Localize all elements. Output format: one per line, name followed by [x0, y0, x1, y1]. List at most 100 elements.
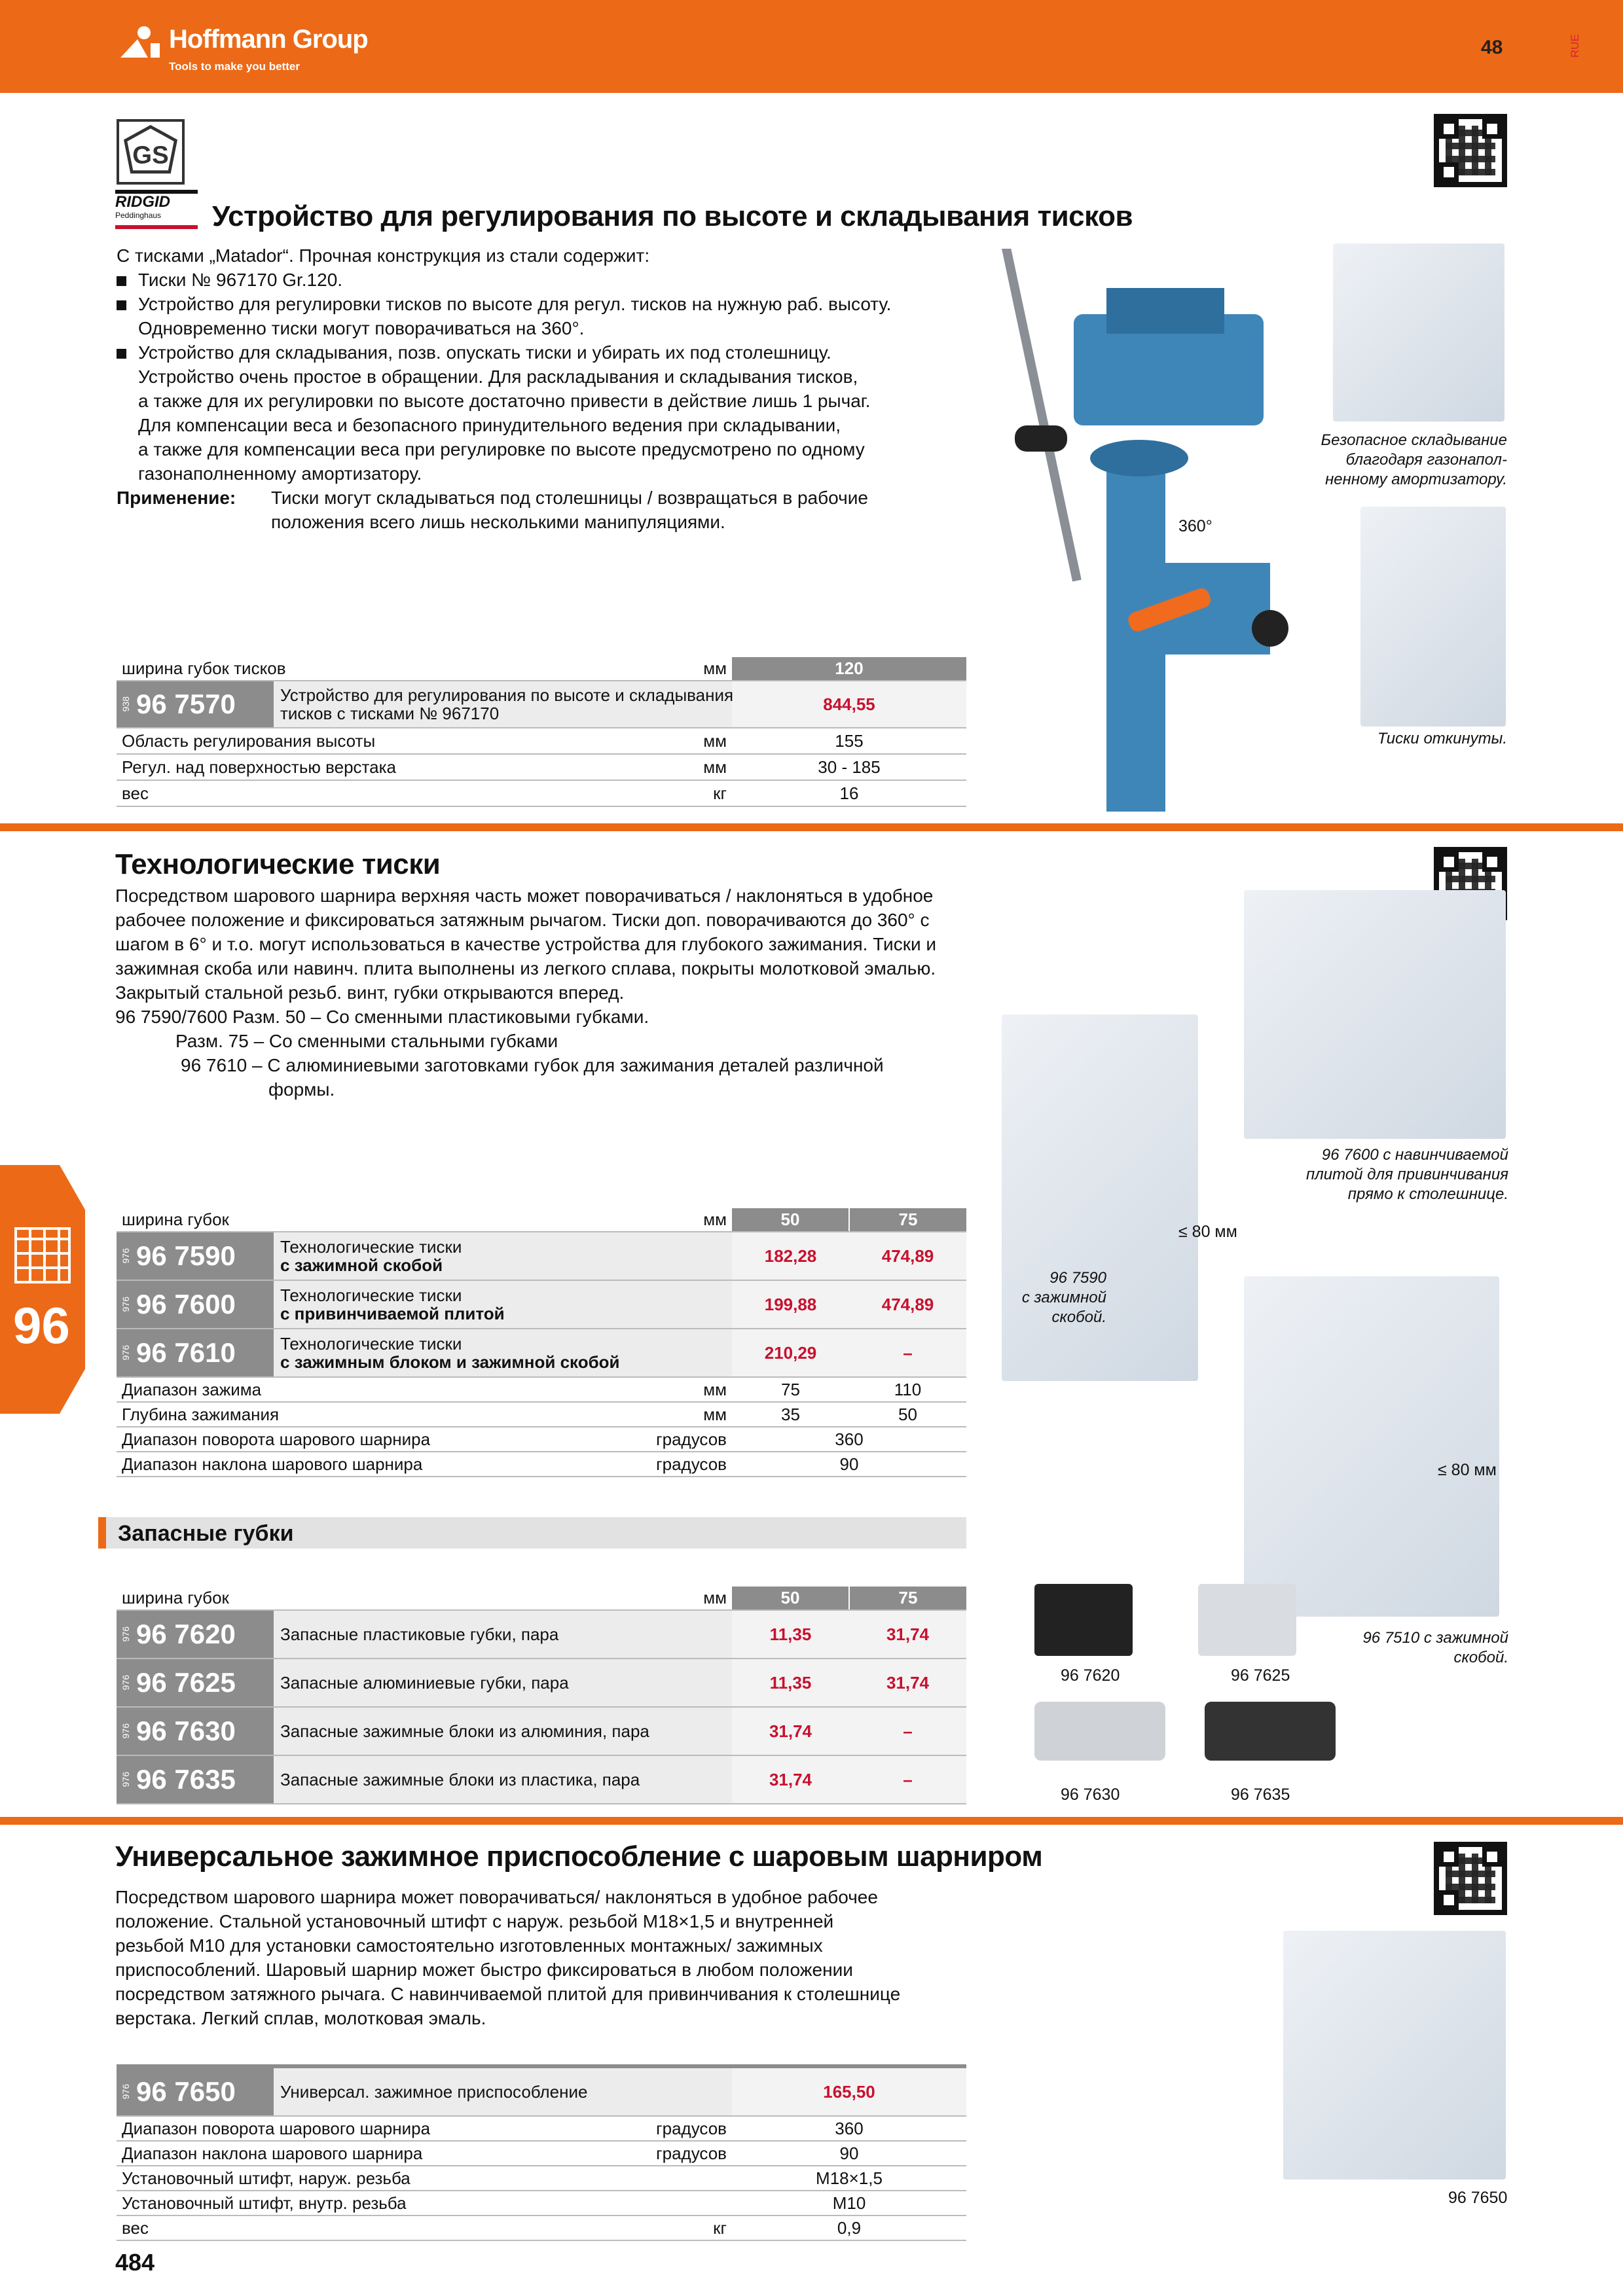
price: 199,88 [732, 1280, 849, 1329]
dimension-label: ≤ 80 мм [1178, 1223, 1237, 1241]
price: – [849, 1329, 966, 1378]
table-header-unit: мм [653, 657, 732, 681]
header-page-number: 48 [1481, 37, 1503, 58]
image-caption: 96 7620 [1061, 1666, 1120, 1685]
qr-code-icon[interactable] [1434, 114, 1507, 187]
section1-description: С тисками „Matador“. Прочная конструкция… [117, 243, 891, 534]
section2-description: Посредством шарового шарнира верхняя час… [115, 884, 936, 1102]
bullet-continuation: Для компенсации веса и безопасного прину… [138, 415, 841, 435]
bullet-continuation: Одновременно тиски могут поворачиваться … [138, 318, 585, 338]
rotation-angle-label: 360° [1178, 517, 1213, 535]
price: – [849, 1755, 966, 1804]
price: – [849, 1707, 966, 1756]
price: 31,74 [849, 1659, 966, 1708]
jaw-aluminium-image [1198, 1584, 1296, 1656]
price: 474,89 [849, 1280, 966, 1329]
gs-certification-icon: GS [117, 119, 185, 185]
section-title-tech-vise: Технологические тиски [115, 848, 441, 880]
ridgid-logo: RIDGID Peddinghaus [115, 190, 198, 229]
price: 182,28 [732, 1232, 849, 1281]
chapter-tab[interactable]: 96 [0, 1165, 85, 1414]
svg-text:GS: GS [132, 141, 168, 169]
price: 474,89 [849, 1232, 966, 1281]
image-caption: Тиски откинуты. [1377, 730, 1507, 747]
subsection-title: Запасные губки [118, 1521, 294, 1546]
price: 210,29 [732, 1329, 849, 1378]
section-divider [0, 1817, 1623, 1825]
universal-clamp-image [1283, 1931, 1506, 2179]
price: 11,35 [732, 1659, 849, 1708]
block-aluminium-image [1034, 1702, 1165, 1761]
qr-code-icon[interactable] [1434, 1842, 1507, 1915]
price: 31,74 [849, 1610, 966, 1659]
section-divider [0, 823, 1623, 831]
variant-text: формы. [268, 1079, 335, 1100]
price: 31,74 [732, 1755, 849, 1804]
variant-text: 96 7610 – С алюминиевыми заготовками губ… [181, 1055, 884, 1075]
vise-967590-image [1002, 1014, 1198, 1381]
variant-text: Разм. 75 – Со сменными стальными губками [175, 1031, 558, 1051]
bullet-item: Устройство для складывания, позв. опуска… [117, 340, 891, 365]
footer-page-number: 484 [115, 2249, 155, 2276]
brand-name: Hoffmann Group [169, 25, 369, 54]
table-header-label: ширина губок тисков [117, 657, 653, 681]
price: 844,55 [732, 681, 966, 728]
image-caption: 96 7630 [1061, 1785, 1120, 1804]
application-row: Применение: Тиски могут складываться под… [117, 486, 891, 534]
vise-967600-image [1244, 890, 1506, 1139]
dimension-label: ≤ 80 мм [1438, 1461, 1497, 1479]
bullet-item: Устройство для регулировки тисков по выс… [117, 292, 891, 316]
article-description: Устройство для регулирования по высоте и… [274, 681, 733, 727]
bullet-continuation: а также для компенсации веса при регулир… [138, 439, 865, 459]
table-header-value: 120 [732, 657, 966, 681]
bullet-continuation: газонаполненному амортизатору. [138, 463, 422, 484]
bullet-item: Тиски № 967170 Gr.120. [117, 268, 891, 292]
application-label: Применение: [117, 488, 236, 508]
language-code: RUE [1569, 34, 1581, 58]
ridgid-logo-text: RIDGID [115, 193, 170, 211]
table-header-unit: мм [651, 1208, 732, 1232]
brand-tagline: Tools to make you better [169, 60, 300, 73]
section-title-height-adjust: Устройство для регулирования по высоте и… [212, 200, 1133, 232]
image-caption: 96 7625 [1231, 1666, 1290, 1685]
vise-stand-image: 360° [976, 247, 1342, 812]
brand-logo[interactable]: Hoffmann Group Tools to make you better [111, 20, 426, 79]
peddinghaus-text: Peddinghaus [115, 211, 162, 220]
vise-folding-image [1333, 243, 1504, 422]
section4-description: Посредством шарового шарнира может повор… [115, 1887, 901, 2028]
image-caption: 96 7635 [1231, 1785, 1290, 1804]
bullet-continuation: Устройство очень простое в обращении. Дл… [138, 367, 858, 387]
section-title-universal-clamp: Универсальное зажимное приспособление с … [115, 1840, 1043, 1873]
